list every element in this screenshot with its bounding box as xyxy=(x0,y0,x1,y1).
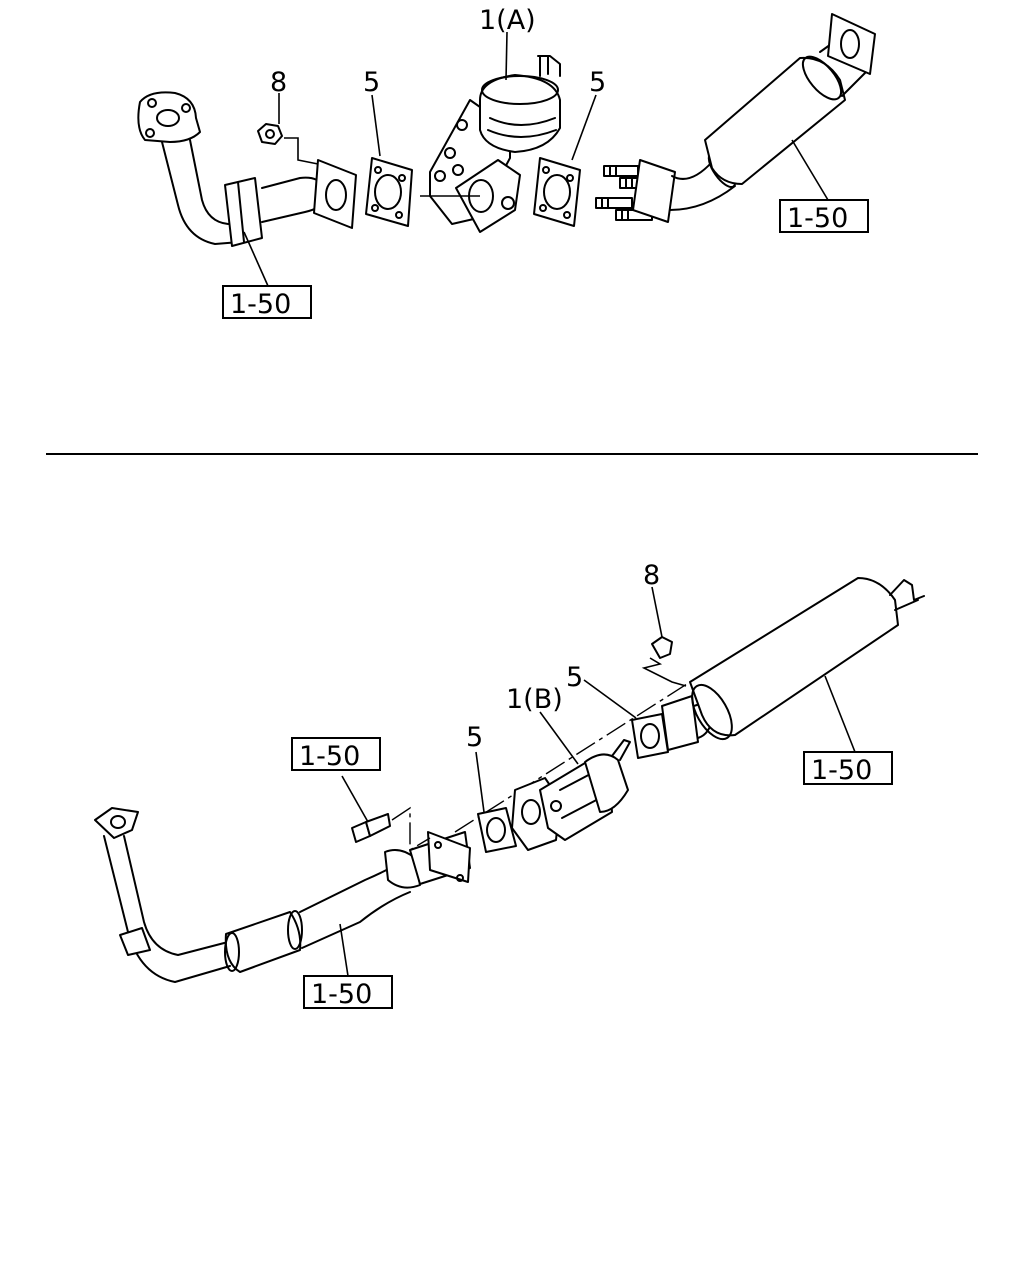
lower-muffler-ref-box xyxy=(803,751,893,785)
lower-assembly-callout: 1(B) xyxy=(506,684,563,715)
upper-gasket-left-callout: 5 xyxy=(363,67,380,98)
lower-gasket-left xyxy=(475,751,517,853)
lower-front-pipe-ref-box xyxy=(303,975,393,1009)
lower-bolt xyxy=(341,775,431,852)
lower-nut-callout: 8 xyxy=(643,560,660,591)
lower-front-pipe xyxy=(94,807,471,983)
upper-nut xyxy=(257,93,319,165)
lower-nut xyxy=(641,586,687,687)
upper-assembly xyxy=(429,31,561,233)
lower-gasket-left-callout: 5 xyxy=(466,722,483,753)
upper-gasket-right xyxy=(533,94,597,227)
upper-nut-callout: 8 xyxy=(270,67,287,98)
lower-muffler-ref: 1-50 xyxy=(811,755,872,786)
lower-view: 8 5 1(B) 5 1-50 1-50 1-50 xyxy=(94,560,925,1010)
upper-gasket-right-callout: 5 xyxy=(589,67,606,98)
upper-gasket-left xyxy=(365,94,413,227)
lower-front-pipe-ref: 1-50 xyxy=(311,979,372,1010)
lower-bolt-ref: 1-50 xyxy=(299,741,360,772)
lower-gasket-right-callout: 5 xyxy=(566,662,583,693)
lower-gasket-right xyxy=(583,679,669,759)
upper-front-pipe xyxy=(137,91,357,247)
upper-rear-pipe-ref: 1-50 xyxy=(787,203,848,234)
upper-assembly-callout: 1(A) xyxy=(479,5,536,36)
upper-rear-pipe-ref-box xyxy=(779,199,869,233)
lower-bolt-ref-box xyxy=(291,737,381,771)
lower-muffler xyxy=(661,577,925,753)
upper-view: 1(A) 8 5 5 1-50 1-50 xyxy=(137,5,876,320)
upper-front-pipe-ref: 1-50 xyxy=(230,289,291,320)
upper-front-pipe-ref-box xyxy=(222,285,312,319)
upper-rear-pipe xyxy=(632,13,876,223)
lower-assembly xyxy=(511,711,631,851)
